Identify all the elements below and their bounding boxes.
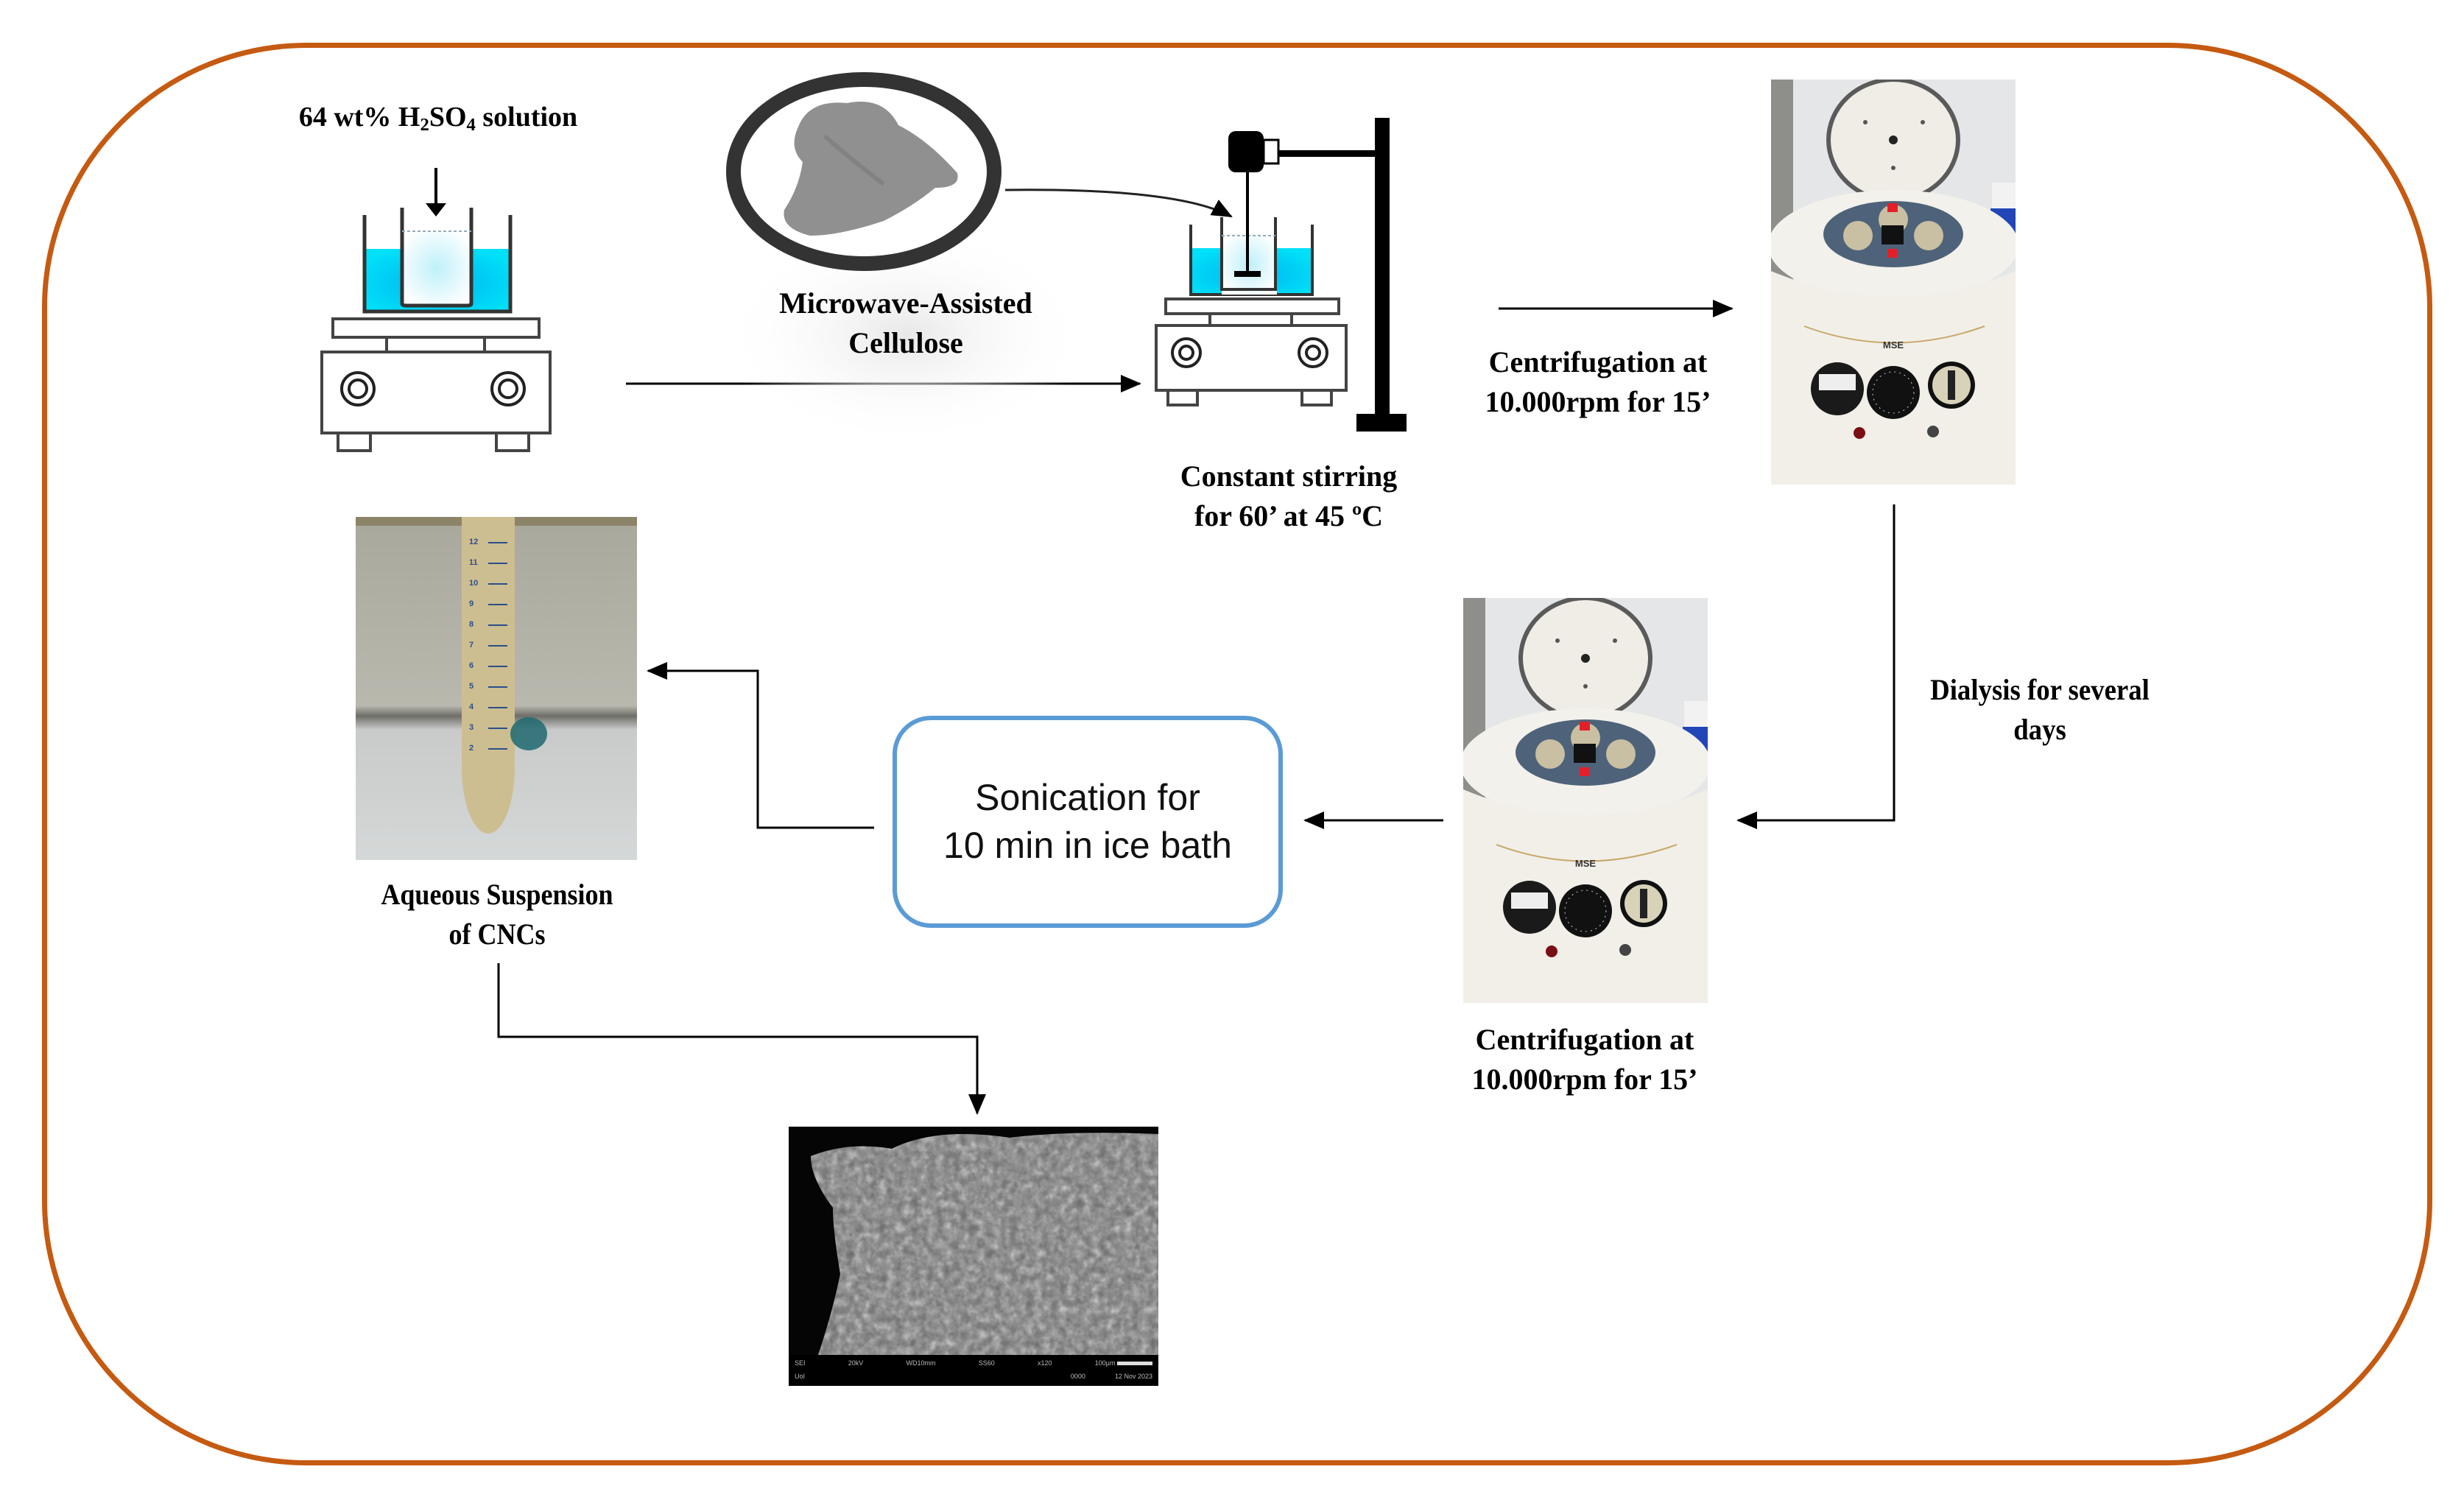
cellulose-label: Microwave-Assisted Cellulose — [729, 284, 1083, 363]
diagram-frame — [42, 43, 2432, 1465]
tube-graduation: 3 — [466, 723, 518, 733]
sem-institution: UoI — [795, 1373, 806, 1380]
sonication-label-line2: 10 min in ice bath — [943, 825, 1232, 866]
sonication-label-line1: Sonication for — [975, 777, 1200, 818]
tube-graduation-number: 2 — [469, 744, 474, 753]
tube-graduation: 8 — [466, 620, 518, 630]
cellulose-label-line2: Cellulose — [848, 326, 963, 359]
sem-date: 12 Nov 2023 — [1114, 1373, 1152, 1380]
tube-graduation: 9 — [466, 599, 518, 610]
hotplate-1 — [320, 168, 552, 452]
stirring-label-line1: Constant stirring — [1180, 459, 1398, 493]
tube-graduation-number: 9 — [469, 599, 474, 608]
sem-magnification: x120 — [1038, 1359, 1052, 1367]
dialysis-label-line1: Dialysis for several — [1930, 673, 2150, 706]
centrifuge-icon: MSE — [1463, 598, 1708, 1003]
stirring-label-line2: for 60’ at 45 ºC — [1194, 499, 1384, 532]
arrow-sonication-to-suspension — [647, 662, 874, 829]
arrow-cellulose-to-stirring — [1004, 189, 1233, 218]
tube-graduation-tick — [488, 645, 507, 647]
centrifuge-2-label-line1: Centrifugation at — [1475, 1023, 1694, 1056]
cellulose-powder-icon — [726, 72, 1002, 271]
acid-arrow-head — [426, 203, 446, 216]
acid-subscript-4: 4 — [466, 115, 476, 135]
sonication-step-box: Sonication for 10 min in ice bath — [893, 716, 1283, 928]
blue-cap-icon — [510, 717, 547, 750]
tube-graduation-tick — [488, 666, 507, 667]
arrow-dialysis — [1736, 504, 1895, 829]
cnc-suspension-photo: 12 11 10 9 8 7 6 5 4 3 2 — [356, 517, 637, 860]
tube-graduation-tick — [488, 542, 507, 543]
tube-graduation-tick — [488, 563, 507, 564]
tube-graduation-tick — [488, 624, 507, 626]
hotplate-2-stirrer — [1155, 118, 1407, 432]
tube-graduation: 4 — [466, 703, 518, 713]
tube-graduation-number: 5 — [469, 682, 474, 691]
tube-graduation: 10 — [466, 579, 518, 589]
tube-graduation-number: 6 — [469, 661, 474, 670]
tube-graduation-number: 7 — [469, 641, 474, 649]
tube-graduation: 11 — [466, 558, 518, 568]
dialysis-label: Dialysis for several days — [1887, 670, 2192, 750]
tube-graduation-number: 11 — [469, 558, 478, 567]
tube-graduation-number: 10 — [469, 579, 479, 588]
stirring-label: Constant stirring for 60’ at 45 ºC — [1134, 457, 1443, 536]
centrifuge-photo-1: MSE — [1771, 80, 2016, 485]
sem-scale-bar — [1116, 1362, 1152, 1366]
centrifuge-1-label-line2: 10.000rpm for 15’ — [1485, 385, 1711, 418]
sem-spot-size: SS60 — [978, 1359, 995, 1367]
sem-texture — [789, 1127, 1158, 1355]
suspension-label: Aqueous Suspension of CNCs — [342, 875, 653, 954]
cellulose-label-line1: Microwave-Assisted — [779, 286, 1032, 320]
tube-graduation: 12 — [466, 538, 518, 548]
cellulose-glow — [722, 225, 1090, 446]
acid-subscript-2: 2 — [420, 115, 429, 135]
acid-solution-label: 64 wt% H2SO4 solution — [243, 99, 633, 138]
tube-graduation-tick — [488, 583, 507, 585]
centrifuge-1-label: Centrifugation at 10.000rpm for 15’ — [1443, 342, 1753, 422]
sem-micrograph: SEI 20kV WD10mm SS60 x120 100µm UoI 0000… — [789, 1127, 1158, 1386]
sem-detector: SEI — [795, 1359, 806, 1367]
sem-voltage: 20kV — [848, 1359, 864, 1367]
centrifuge-2-label-line2: 10.000rpm for 15’ — [1471, 1063, 1698, 1096]
centrifuge-1-label-line1: Centrifugation at — [1488, 345, 1708, 378]
arrow-suspension-to-sem — [497, 963, 986, 1115]
dialysis-label-line2: days — [2013, 713, 2066, 746]
acid-label-text: 64 wt% H — [298, 102, 420, 133]
centrifuge-brand-text: MSE — [1883, 339, 1904, 351]
acid-label-post: solution — [475, 102, 578, 133]
falcon-tube-icon — [462, 517, 515, 834]
acid-label-mid: SO — [429, 102, 467, 133]
tube-graduation-tick — [488, 707, 507, 708]
tube-graduation-number: 8 — [469, 620, 474, 629]
tube-graduation: 7 — [466, 641, 518, 651]
tube-graduation: 2 — [466, 744, 518, 754]
centrifuge-photo-2: MSE — [1463, 598, 1708, 1003]
centrifuge-2-label: Centrifugation at 10.000rpm for 15’ — [1430, 1020, 1739, 1099]
centrifuge-icon: MSE — [1771, 80, 2016, 485]
tube-graduation-tick — [488, 604, 507, 605]
sem-working-distance: WD10mm — [906, 1359, 936, 1367]
centrifuge-brand-text: MSE — [1575, 858, 1597, 869]
tube-graduation-tick — [488, 728, 507, 729]
sem-image-number: 0000 — [1070, 1373, 1085, 1380]
tube-graduation: 5 — [466, 682, 518, 692]
suspension-label-line2: of CNCs — [448, 918, 546, 951]
tube-graduation-number: 3 — [469, 723, 474, 732]
tube-graduation-tick — [488, 686, 507, 688]
sem-scale-label: 100µm — [1094, 1359, 1116, 1367]
tube-graduation-number: 12 — [469, 538, 479, 546]
sem-info-bar: SEI 20kV WD10mm SS60 x120 100µm UoI 0000… — [789, 1355, 1158, 1386]
tube-graduation-tick — [488, 748, 507, 750]
tube-graduation-number: 4 — [469, 703, 474, 711]
tube-graduation: 6 — [466, 661, 518, 672]
suspension-label-line1: Aqueous Suspension — [381, 878, 613, 911]
